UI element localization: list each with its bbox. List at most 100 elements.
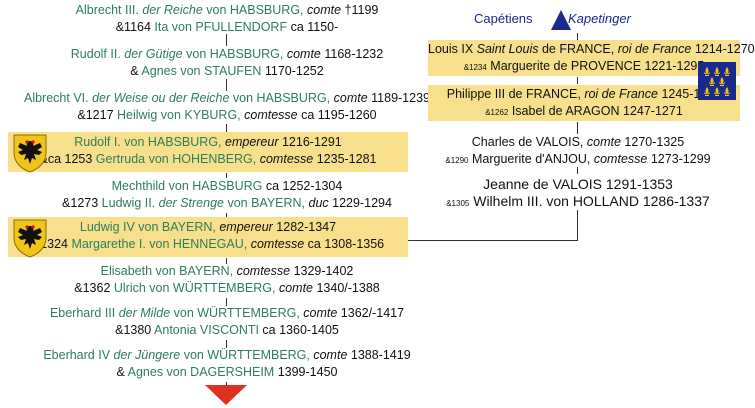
entry-line2: & Agnes von STAUFEN 1170-1252 [46,63,408,80]
entry-segment: Rudolf I. von HABSBURG, [74,135,225,149]
up-triangle-icon [551,10,571,30]
entry-segment: von WÜRTTEMBERG, [180,348,314,362]
marriage-connector [408,240,578,241]
connector [226,213,227,218]
entry-segment: comte [307,3,342,17]
entry-segment: Rudolf II. [70,47,125,61]
node-ludwig-iv: Ludwig IV von BAYERN, empereur 1282-1347… [8,217,408,257]
kapetinger-label: Kapetinger [568,11,631,26]
entry-segment: der Jüngere [113,348,181,362]
node-mechthild: Mechthild von HABSBURG ca 1252-1304&1273… [46,178,408,212]
connector [226,298,227,306]
entry-segment: von HABSBURG, [202,3,307,17]
entry-line2: &ca 1253 Gertruda von HOHENBERG, comtess… [8,151,408,168]
entry-segment: comte [313,348,348,362]
entry-line1: Jeanne de VALOIS 1291-1353 [428,176,728,193]
entry-segment: &1380 [115,323,155,337]
imperial-eagle-icon [13,219,47,258]
entry-line2: &1305 Wilhelm III. von HOLLAND 1286-1337 [428,193,728,212]
node-elisabeth: Elisabeth von BAYERN, comtesse 1329-1402… [46,263,408,297]
entry-segment: Saint Louis [476,42,539,56]
entry-segment: der Gütige [124,47,183,61]
entry-segment: Ita von PFULLENDORF [154,20,288,34]
entry-segment: Charles de VALOIS, [471,135,587,149]
entry-line1: Rudolf II. der Gütige von HABSBURG, comt… [46,46,408,63]
entry-segment: Philippe III de FRANCE, [446,87,585,101]
node-eberhard-iii: Eberhard III der Milde von WÜRTTEMBERG, … [6,305,448,339]
entry-line1: Charles de VALOIS, comte 1270-1325 [428,134,728,151]
connector [577,122,578,134]
entry-segment: 1282-1347 [272,220,337,234]
entry-segment: 1189-1239 [367,91,430,105]
entry-segment: Gertruda von HOHENBERG, [95,152,260,166]
entry-segment: der Weise ou der Reiche [92,91,230,105]
entry-line1: Elisabeth von BAYERN, comtesse 1329-1402 [46,263,408,280]
entry-segment: Marguerite d'ANJOU, [468,152,594,166]
down-arrow-icon [205,385,247,405]
entry-line2: &1290 Marguerite d'ANJOU, comtesse 1273-… [428,151,728,169]
entry-segment: comtesse [250,237,305,251]
entry-line2: &1262 Isabel de ARAGON 1247-1271 [428,103,740,121]
entry-segment: Agnes von STAUFEN [141,64,262,78]
entry-segment: ca 1308-1356 [304,237,385,251]
entry-segment: der Reiche [142,3,203,17]
entry-segment: 1170-1252 [261,64,324,78]
entry-segment: &1362 [74,281,114,295]
entry-segment: 1216-1291 [278,135,342,149]
capetiens-header: Capétiens Kapetinger [474,9,654,33]
france-arms-icon [698,62,736,100]
connector [577,210,578,240]
entry-segment: comtesse [259,152,314,166]
entry-segment: ca 1252-1304 [262,179,343,193]
entry-segment: Ludwig II. [101,196,159,210]
entry-segment: &1290 [445,156,469,165]
entry-line1: Rudolf I. von HABSBURG, empereur 1216-12… [8,134,408,151]
entry-segment: Agnes von DAGERSHEIM [127,365,275,379]
entry-line1: Eberhard III der Milde von WÜRTTEMBERG, … [6,305,448,322]
entry-segment: von BAYERN, [223,196,309,210]
entry-segment: ca 1150- [287,20,339,34]
entry-segment: &1305 [446,199,470,208]
node-eberhard-iv: Eberhard IV der Jüngere von WÜRTTEMBERG,… [16,347,438,381]
entry-segment: comtesse [236,264,291,278]
connector [226,258,227,264]
entry-segment: comte [303,306,338,320]
entry-segment: 1214-1270 [691,42,755,56]
entry-segment: 1362/-1417 [337,306,405,320]
entry-segment: roi de France [584,87,658,101]
entry-line2: &1324 Margarethe I. von HENNEGAU, comtes… [8,236,408,253]
entry-segment: comtesse [593,152,648,166]
entry-segment: empereur [219,220,273,234]
entry-line2: & Agnes von DAGERSHEIM 1399-1450 [16,364,438,381]
entry-segment: Margarethe I. von HENNEGAU, [71,237,251,251]
entry-segment: comte [586,135,621,149]
node-jeanne: Jeanne de VALOIS 1291-1353&1305 Wilhelm … [428,176,728,212]
connector [577,77,578,84]
node-rudolf-ii: Rudolf II. der Gütige von HABSBURG, comt… [46,46,408,80]
entry-segment: 1273-1299 [647,152,711,166]
entry-line1: Albrecht III. der Reiche von HABSBURG, c… [46,2,408,19]
entry-segment: & [116,365,128,379]
node-rudolf-i: Rudolf I. von HABSBURG, empereur 1216-12… [8,132,408,172]
entry-segment: Albrecht III. [75,3,143,17]
entry-line1: Mechthild von HABSBURG ca 1252-1304 [46,178,408,195]
entry-line2: &1217 Heilwig von KYBURG, comtesse ca 11… [16,107,438,124]
node-philippe-iii: Philippe III de FRANCE, roi de France 12… [428,85,740,121]
entry-segment: & [130,64,142,78]
entry-segment: Eberhard III [49,306,119,320]
entry-segment: 1168-1232 [320,47,384,61]
entry-line2: &1380 Antonia VISCONTI ca 1360-1405 [6,322,448,339]
connector [577,33,578,40]
entry-line2: &1234 Marguerite de PROVENCE 1221-1295 [428,58,740,76]
entry-segment: Ulrich von WÜRTTEMBERG, [113,281,279,295]
entry-segment: 1329-1402 [290,264,354,278]
entry-segment: de FRANCE, [538,42,618,56]
entry-segment: Antonia VISCONTI [154,323,259,337]
entry-segment: 1399-1450 [274,365,338,379]
node-louis-ix: Louis IX Saint Louis de FRANCE, roi de F… [428,40,755,76]
entry-segment: &ca 1253 [39,152,96,166]
connector [226,340,227,348]
entry-segment: &1164 [115,20,155,34]
connector [226,382,227,387]
entry-segment: empereur [225,135,279,149]
